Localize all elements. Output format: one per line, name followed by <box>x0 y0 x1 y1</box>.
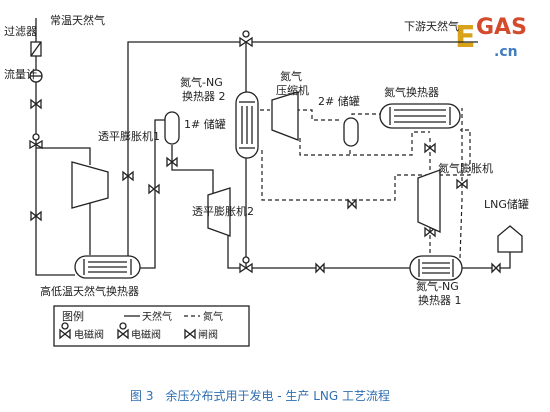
lng-tank <box>497 225 523 253</box>
hx-ng2 <box>235 91 259 159</box>
solenoid-valve <box>239 256 253 274</box>
label-expander1: 透平膨胀机1 <box>98 129 160 143</box>
gate-valve <box>122 170 134 182</box>
label-hx-ng1-2: 换热器 1 <box>418 293 462 307</box>
tank2 <box>343 117 359 147</box>
branch-to-expander1 <box>36 147 91 165</box>
expander2 <box>207 187 231 237</box>
labels: 过滤器 流量计 常温天然气 下游天然气 透平膨胀机1 透平膨胀机2 高低温天然气… <box>4 13 529 307</box>
label-hx-ng2-1: 氮气-NG <box>180 75 223 89</box>
label-compressor-1: 氮气 <box>280 69 302 83</box>
label-tank1: 1# 储罐 <box>184 117 226 131</box>
label-downstream-gas: 下游天然气 <box>404 19 459 33</box>
hx-main <box>74 255 141 279</box>
label-tank2: 2# 储罐 <box>318 94 360 108</box>
n2-hx <box>379 103 461 129</box>
filter <box>30 41 42 57</box>
gate-valve <box>424 142 436 154</box>
legend-title: 图例 <box>62 309 84 323</box>
figure-caption: 图 3 余压分布式用于发电 - 生产 LNG 工艺流程 <box>130 388 390 403</box>
label-hx-ng2-2: 换热器 2 <box>182 89 226 103</box>
downstream-header <box>127 41 478 258</box>
watermark-e: E <box>455 20 476 55</box>
valves <box>29 30 501 274</box>
hx-to-tank1-line <box>140 119 168 269</box>
label-n2-expander: 氮气膨胀机 <box>438 161 493 175</box>
label-filter: 过滤器 <box>4 25 37 38</box>
solenoid-valve <box>239 30 253 48</box>
n2-compressor <box>271 91 299 141</box>
watermark-gas: GAS <box>476 15 527 40</box>
legend-solenoid-symbol-2 <box>117 322 129 340</box>
watermark-cn: .cn <box>494 44 518 60</box>
to-lng-tank-line <box>462 252 511 269</box>
legend-nitrogen: 氮气 <box>203 310 223 323</box>
n2-lower-loop <box>299 131 430 156</box>
gate-valve <box>491 262 501 274</box>
legend-gate: 闸阀 <box>198 328 218 341</box>
label-n2-hx: 氮气换热器 <box>384 85 439 99</box>
gate-valve <box>148 183 160 195</box>
tank1-to-expander2 <box>171 145 214 198</box>
legend-gate-symbol <box>184 328 196 340</box>
gate-valve <box>315 262 325 274</box>
n2-hx1-return <box>459 108 463 259</box>
legend-natural-gas: 天然气 <box>142 310 172 323</box>
gate-valve <box>456 178 468 190</box>
label-expander2: 透平膨胀机2 <box>192 204 254 218</box>
label-compressor-2: 压缩机 <box>276 83 309 97</box>
legend-solenoid-2: 电磁阀 <box>131 328 161 341</box>
expander2-to-hx1 <box>227 228 410 269</box>
legend: 图例 天然气 氮气 电磁阀 电磁阀 闸阀 <box>53 305 250 347</box>
gate-valve <box>30 210 42 222</box>
gate-valve <box>166 156 178 168</box>
egas-watermark: E GAS .cn <box>455 15 527 60</box>
legend-solenoid-1: 电磁阀 <box>74 328 104 341</box>
flowmeter <box>29 69 43 83</box>
label-lng-tank: LNG储罐 <box>484 197 529 211</box>
expander1 <box>71 161 109 209</box>
legend-box <box>53 305 250 347</box>
nitrogen-lines <box>260 108 471 259</box>
n2-compressor-to-tank2 <box>296 109 340 121</box>
tank1 <box>164 111 180 145</box>
gate-valve <box>30 98 42 110</box>
legend-solenoid-symbol-1 <box>59 322 71 340</box>
n2-expander <box>417 169 441 234</box>
label-flowmeter: 流量计 <box>4 67 37 81</box>
gate-valve <box>347 198 357 210</box>
label-ng-ambient: 常温天然气 <box>50 13 105 27</box>
n2-return-loop <box>261 129 471 201</box>
label-hx-ng1-1: 氮气-NG <box>416 279 459 293</box>
solenoid-valve <box>29 133 43 150</box>
label-hx-main: 高低温天然气换热器 <box>40 284 139 298</box>
hx-ng1 <box>409 255 463 281</box>
natural-gas-lines <box>35 18 511 276</box>
